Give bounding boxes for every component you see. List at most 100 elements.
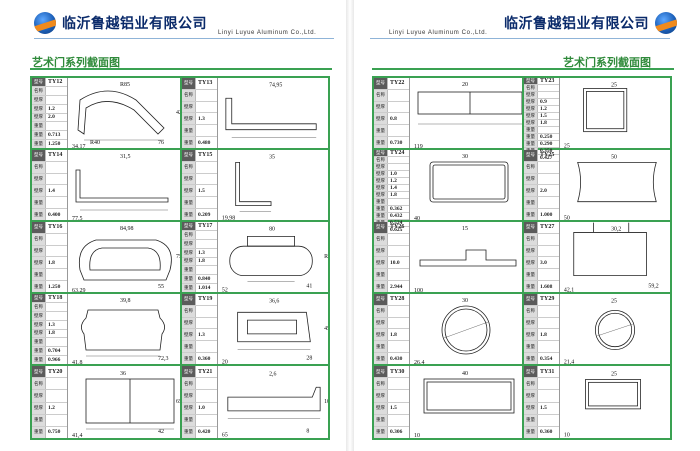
spec-key: 名称 bbox=[32, 86, 46, 95]
spec-value: 1.8 bbox=[198, 258, 205, 265]
spec-key: 壁厚 bbox=[374, 317, 388, 329]
spec-key: 名称 bbox=[182, 378, 196, 390]
spec-key: 壁厚 bbox=[32, 320, 46, 329]
spec-key: 名称 bbox=[524, 161, 538, 173]
dimension-label: 36,6 bbox=[269, 298, 279, 304]
spec-key: 重量 bbox=[374, 199, 388, 205]
section-rule bbox=[372, 68, 674, 70]
dimension-label: R40 bbox=[90, 140, 100, 146]
spec-key: 重量 bbox=[524, 414, 538, 426]
spec-key: 型号 bbox=[524, 78, 538, 84]
spec-value: 0.209 bbox=[198, 211, 211, 218]
spec-value: 0.480 bbox=[198, 139, 211, 146]
company-name-en: Linyi Luyue Aluminum Co.,Ltd. bbox=[218, 30, 317, 36]
spec-key: 名称 bbox=[524, 233, 538, 245]
spec-key: 型号 bbox=[374, 222, 388, 233]
spec-value: 0.524 bbox=[390, 220, 403, 226]
dimension-line bbox=[597, 323, 633, 337]
spec-key: 重量 bbox=[374, 137, 388, 148]
spec-value: 2.944 bbox=[390, 283, 403, 290]
spec-key: 壁厚 bbox=[374, 178, 388, 184]
dimension-label: 30,2 bbox=[611, 226, 621, 232]
spec-value: 0.840 bbox=[198, 276, 211, 283]
spec-value: 1.2 bbox=[540, 106, 547, 112]
profile-outline bbox=[597, 312, 633, 348]
dimension-label: 36 bbox=[120, 371, 126, 377]
profile-outline bbox=[426, 381, 512, 411]
spec-key: 重量 bbox=[182, 426, 196, 439]
spec-key: 壁厚 bbox=[524, 113, 538, 119]
profile-code: TY22 bbox=[390, 80, 405, 87]
profile-outline bbox=[78, 239, 172, 281]
spec-key: 型号 bbox=[32, 150, 46, 161]
profile-drawing: 2,665810 bbox=[218, 366, 328, 438]
spec-key: 壁厚 bbox=[182, 185, 196, 197]
cross-section-svg: 805241R20 bbox=[222, 226, 328, 292]
spec-key: 重量 bbox=[182, 197, 196, 209]
spec-key: 名称 bbox=[182, 305, 196, 317]
catalog-page-right: Linyi Luyue Aluminum Co.,Ltd. 临沂鲁越铝业有限公司… bbox=[354, 0, 700, 451]
profile-outline bbox=[77, 90, 165, 135]
spec-value: 1.014 bbox=[198, 285, 211, 292]
spec-key: 型号 bbox=[374, 366, 388, 378]
profile-outline bbox=[588, 381, 638, 407]
spec-key: 壁厚 bbox=[32, 329, 46, 338]
dimension-label: 39,8 bbox=[120, 298, 131, 304]
dimension-label: 42,46 bbox=[176, 110, 180, 116]
spec-key: 壁厚 bbox=[182, 402, 196, 414]
header-rule bbox=[34, 38, 334, 39]
spec-key: 型号 bbox=[182, 222, 196, 230]
profile-row: 型号TY20名称壁厚壁厚1.2重量重量0.7503641,44265型号TY21… bbox=[32, 366, 328, 439]
spec-key: 重量 bbox=[182, 137, 196, 148]
profile-outline bbox=[235, 162, 272, 207]
spec-key: 重量 bbox=[182, 353, 196, 364]
spec-value: 1.250 bbox=[48, 283, 61, 290]
profile-code: TY15 bbox=[198, 152, 213, 159]
spec-key: 壁厚 bbox=[182, 248, 196, 257]
spec-key: 型号 bbox=[32, 78, 46, 86]
spec-value: 3.0 bbox=[540, 259, 547, 266]
spec-key: 型号 bbox=[524, 366, 538, 378]
spec-key: 名称 bbox=[524, 378, 538, 390]
spec-value: 1.2 bbox=[390, 178, 397, 184]
profile-outline bbox=[81, 309, 165, 351]
dimension-label: 55 bbox=[158, 284, 164, 290]
dimension-label: 10 bbox=[414, 433, 420, 438]
profile-drawing: 36,6202845 bbox=[218, 294, 328, 364]
dimension-label: 31,5 bbox=[120, 154, 131, 160]
spec-key: 重量 bbox=[524, 281, 538, 292]
spec-key: 壁厚 bbox=[524, 173, 538, 185]
spec-value: 0.966 bbox=[48, 357, 61, 364]
spec-key: 壁厚 bbox=[182, 239, 196, 248]
profile-outline bbox=[583, 88, 628, 133]
spec-key: 重量 bbox=[182, 266, 196, 275]
spec-key: 重量 bbox=[524, 341, 538, 353]
spec-value: 2.0 bbox=[540, 187, 547, 194]
dimension-label: 34,17 bbox=[72, 144, 86, 148]
spec-key: 壁厚 bbox=[32, 245, 46, 257]
spec-key: 名称 bbox=[32, 233, 46, 245]
dimension-label: 40 bbox=[414, 216, 420, 220]
dimension-label: 21,4 bbox=[564, 359, 574, 364]
dimension-label: 10 bbox=[324, 399, 328, 405]
dimension-label: 100 bbox=[414, 288, 423, 292]
spec-key: 名称 bbox=[32, 378, 46, 390]
